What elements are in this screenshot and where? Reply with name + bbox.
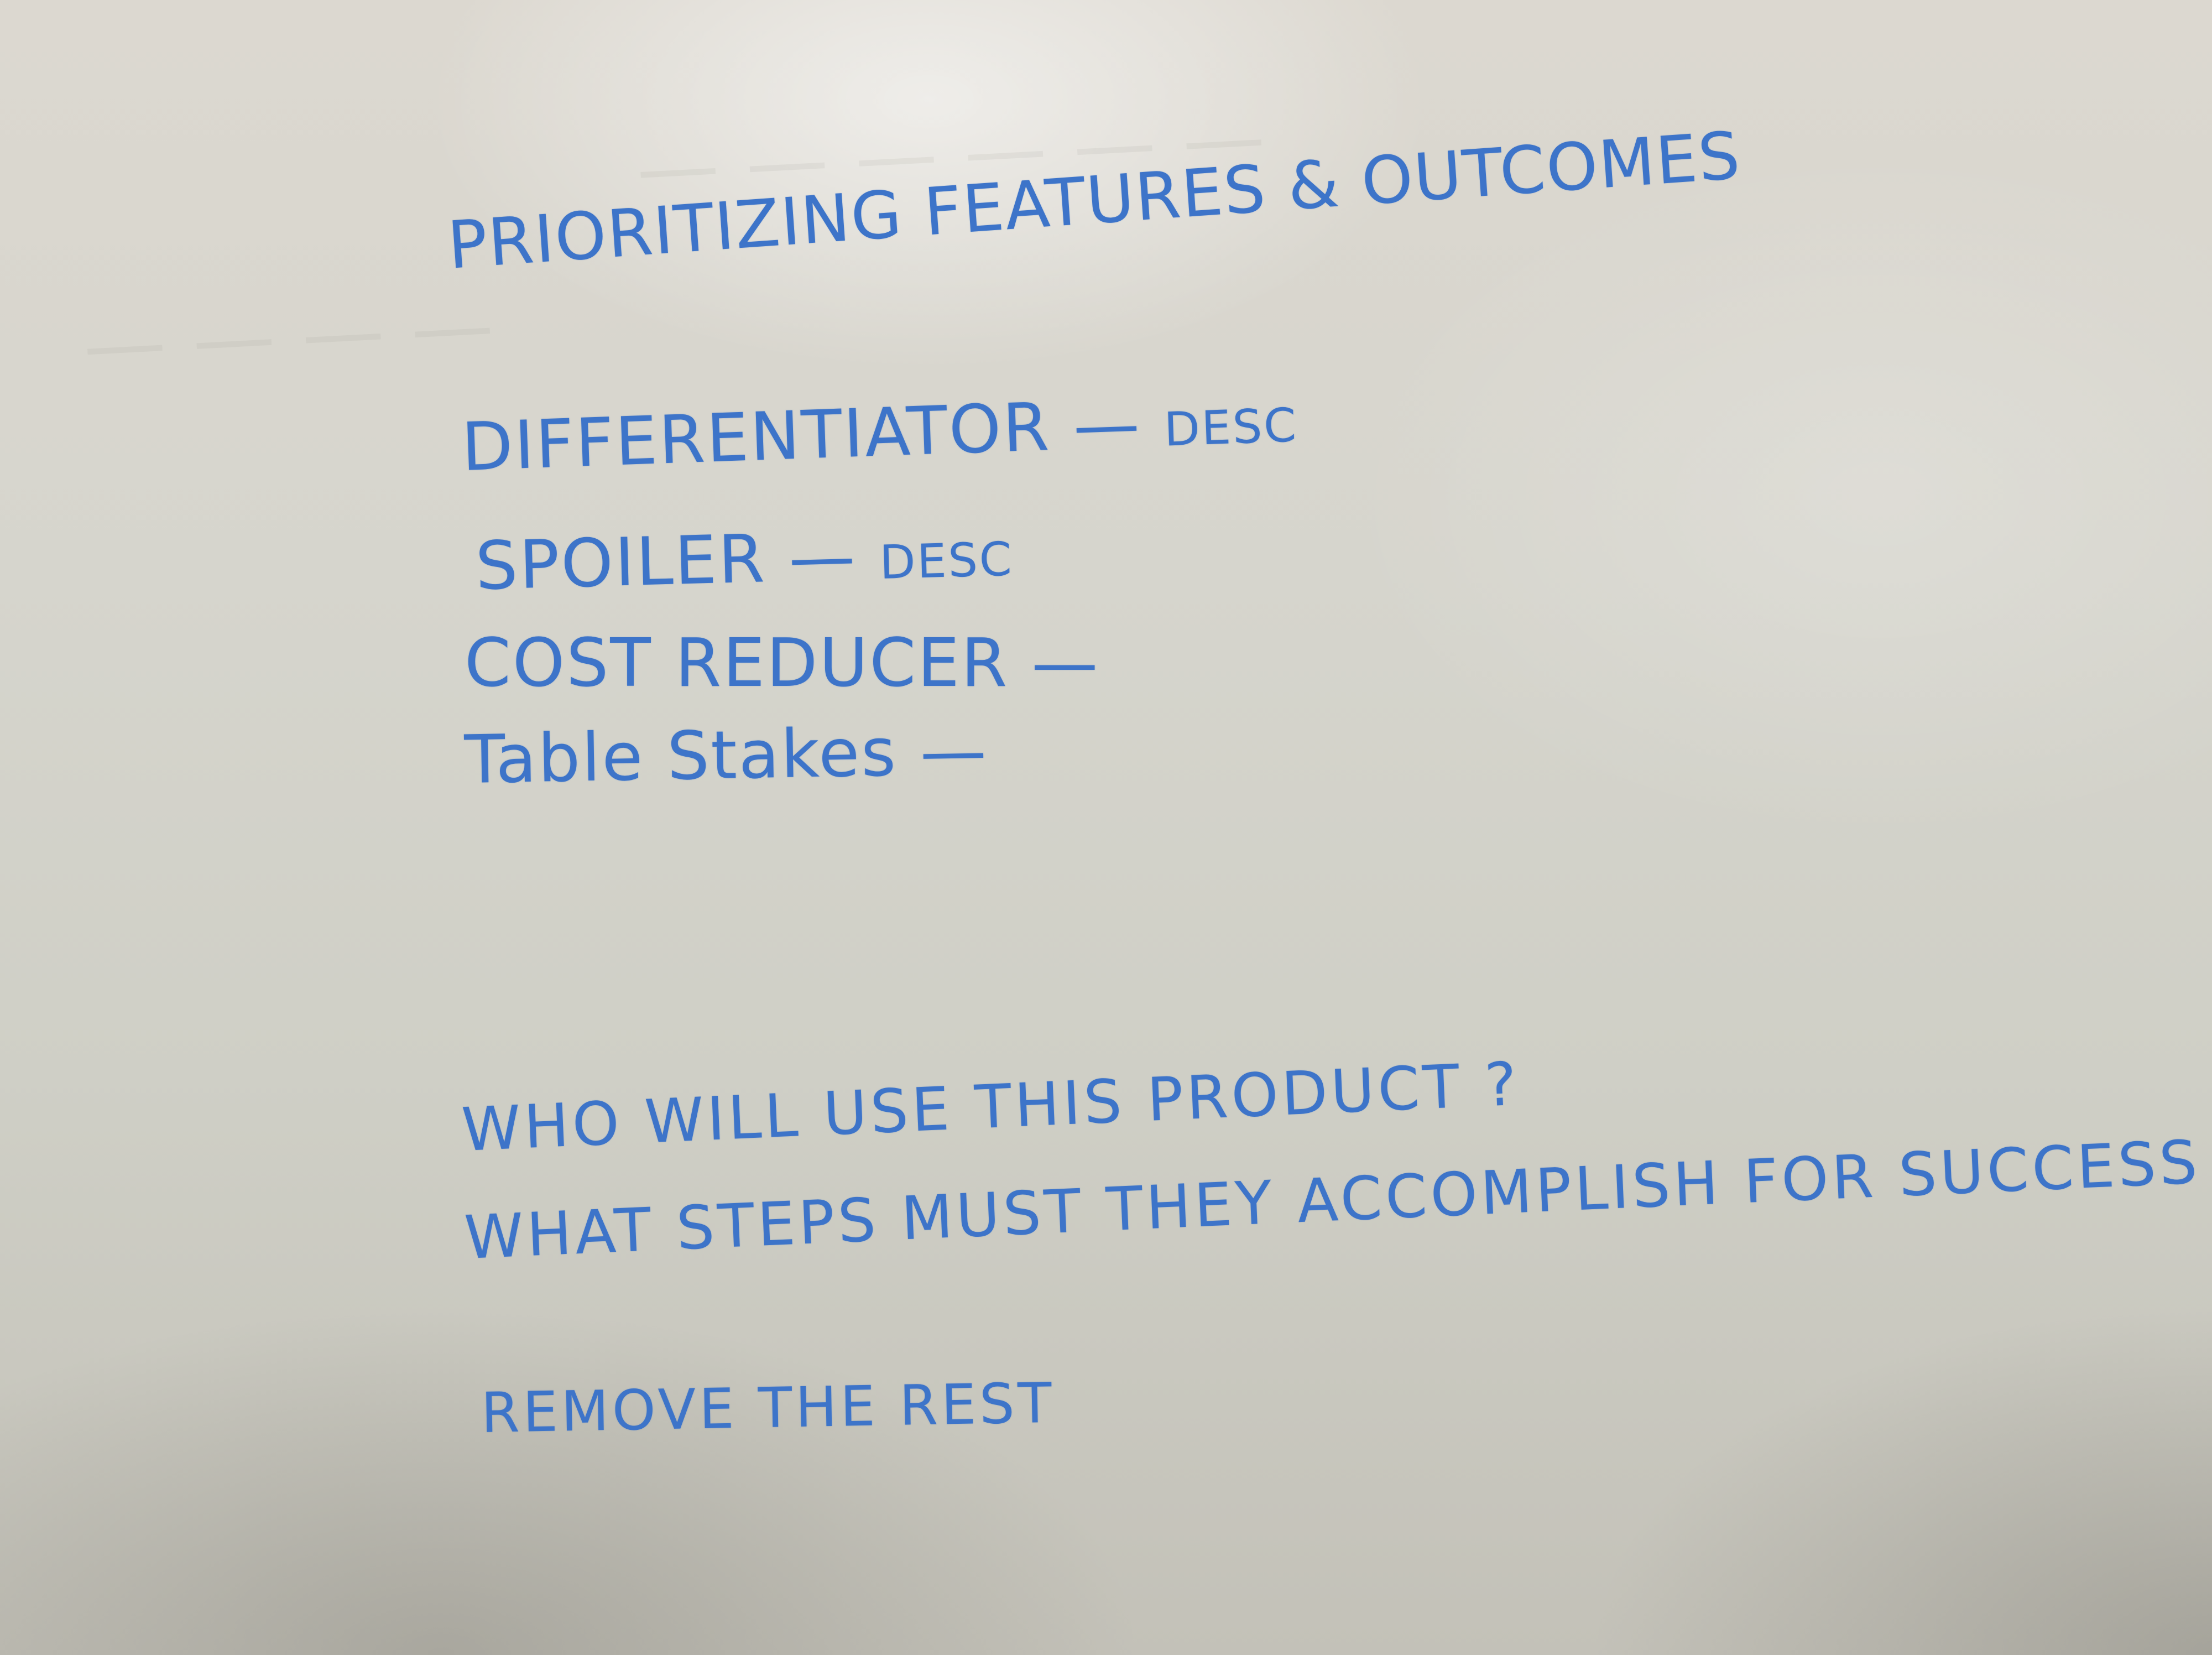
question-who-will-use: WHO WILL USE THIS PRODUCT ?	[460, 1049, 1522, 1165]
category-cost-reducer: COST REDUCER —	[465, 625, 1100, 702]
category-table-stakes: Table Stakes —	[463, 712, 989, 799]
instruction-remove-the-rest: REMOVE THE REST	[480, 1370, 1056, 1445]
category-differentiator: DIFFERENTIATOR — desc	[460, 380, 1299, 486]
erased-ink-residue: — — — —	[80, 277, 497, 395]
category-spoiler: SPOILER — desc	[474, 514, 1014, 605]
